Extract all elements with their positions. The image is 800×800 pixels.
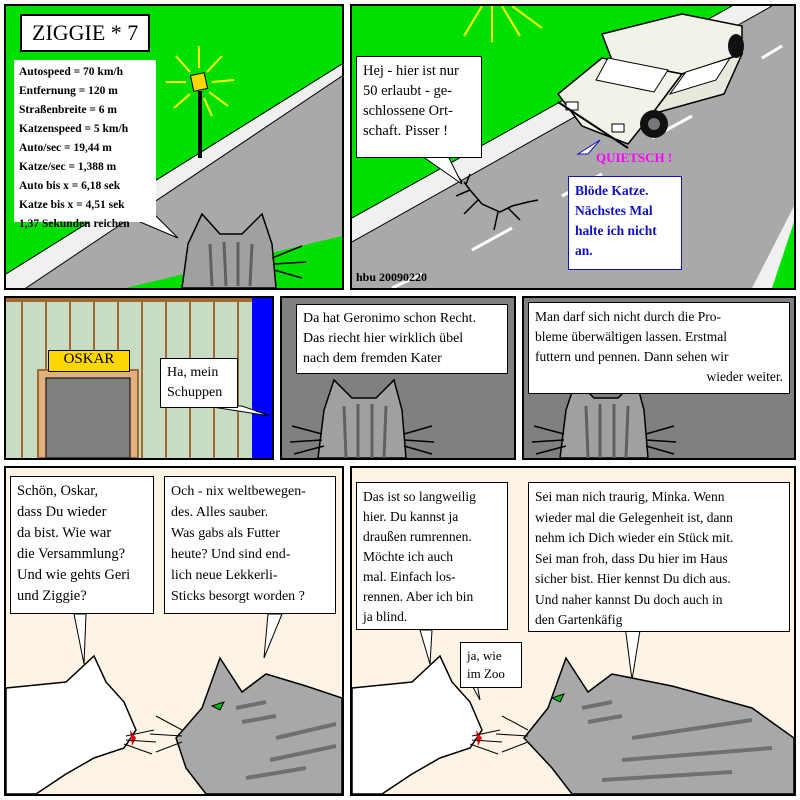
- door: [45, 377, 131, 458]
- oskar-speech-bubble: Sei man nich traurig, Minka. Wenn wieder…: [528, 482, 790, 632]
- minka-speech-bubble: Das ist so langweilig hier. Du kannst ja…: [356, 482, 508, 630]
- minka-speech-bubble: Schön, Oskar, dass Du wieder da bist. Wi…: [10, 476, 154, 614]
- driver-speech-bubble: Blöde Katze. Nächstes Mal halte ich nich…: [568, 176, 682, 270]
- stats-box: Autospeed = 70 km/h Entfernung = 120 m S…: [14, 60, 156, 230]
- oskar-speech-bubble: Ha, mein Schuppen: [160, 358, 238, 408]
- panel-4: Da hat Geronimo schon Recht. Das riecht …: [280, 296, 516, 460]
- speech-bubble: Man darf sich nicht durch die Pro- bleme…: [528, 302, 790, 394]
- sun-rays: [463, 6, 543, 42]
- grey-cat-back: [289, 378, 435, 458]
- panel-1: ZIGGIE * 7 Autospeed = 70 km/h Entfernun…: [4, 4, 344, 290]
- panel-3: OSKAR Ha, mein Schuppen: [4, 296, 274, 460]
- stat-line: Straßenbreite = 6 m: [19, 104, 118, 116]
- street-lamp: [166, 46, 235, 158]
- speech-bubble: Da hat Geronimo schon Recht. Das riecht …: [296, 304, 508, 374]
- panel-7: Das ist so langweilig hier. Du kannst ja…: [350, 466, 796, 796]
- panel-6: Schön, Oskar, dass Du wieder da bist. Wi…: [4, 466, 344, 796]
- stat-line: 1,37 Sekunden reichen: [19, 218, 130, 230]
- panel-1-scene: [6, 6, 342, 288]
- stat-line: Autospeed = 70 km/h: [19, 66, 123, 78]
- oskar-grey-cat: [495, 656, 794, 794]
- minka-white-cat: [352, 654, 503, 794]
- comic-title: ZIGGIE * 7: [20, 14, 151, 52]
- oskar-sign: OSKAR: [48, 350, 130, 372]
- grey-cat-back: [181, 212, 307, 288]
- small-speech-bubble: ja, wie im Zoo: [460, 642, 522, 688]
- oskar-speech-bubble: Och - nix weltbewegen- des. Alles sauber…: [164, 476, 336, 614]
- stat-line: Katze/sec = 1,388 m: [19, 161, 117, 173]
- car: [556, 13, 744, 149]
- stat-line: Katzenspeed = 5 km/h: [19, 123, 129, 135]
- oskar-grey-cat: [149, 656, 342, 794]
- ziggie-cat-running: [455, 173, 539, 231]
- minka-white-cat: [6, 654, 157, 794]
- signature: hbu 20090220: [356, 270, 428, 284]
- grey-cat-back: [531, 378, 677, 458]
- sidewalk: [6, 64, 342, 288]
- panel-5: Man darf sich nicht durch die Pro- bleme…: [522, 296, 796, 460]
- stat-line: Auto/sec = 19,44 m: [19, 142, 112, 154]
- sound-effect: QUIETSCH !: [596, 150, 673, 165]
- blue-edge: [252, 298, 272, 458]
- stat-line: Auto bis x = 6,18 sek: [19, 180, 121, 192]
- stat-line: Entfernung = 120 m: [19, 85, 118, 97]
- cat-speech-bubble: Hej - hier ist nur 50 erlaubt - ge- schl…: [356, 56, 482, 158]
- panel-2: Hej - hier ist nur 50 erlaubt - ge- schl…: [350, 4, 796, 290]
- stat-line: Katze bis x = 4,51 sek: [19, 199, 125, 211]
